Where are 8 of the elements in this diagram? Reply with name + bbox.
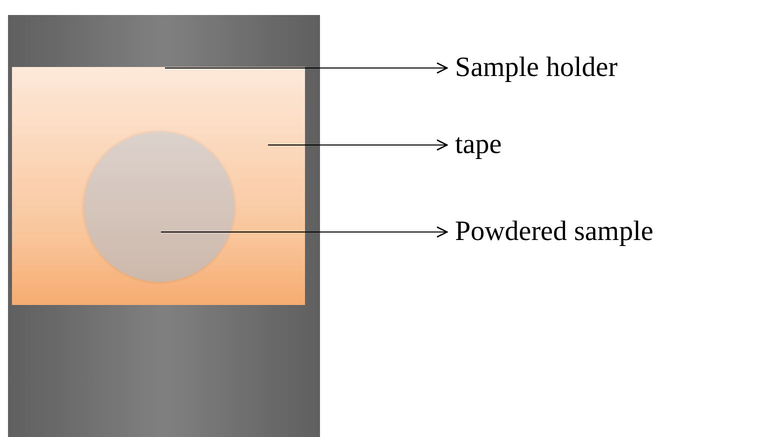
tape-strip (12, 67, 305, 305)
part-label: Sample holder (447, 51, 618, 85)
part-label: Powdered sample (447, 215, 654, 249)
leader-line (164, 62, 448, 74)
sample-holder-plate (8, 15, 320, 437)
leader-line (160, 226, 448, 238)
leader-line (268, 139, 448, 151)
part-label: tape (447, 128, 502, 162)
